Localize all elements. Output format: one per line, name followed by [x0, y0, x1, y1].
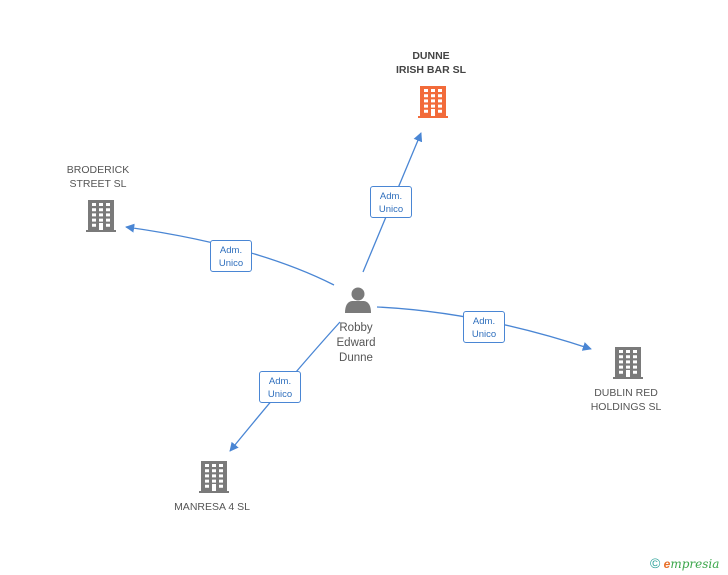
company-label-dublin-red-holdings[interactable]: DUBLIN RED HOLDINGS SL: [590, 387, 662, 413]
edge-label-broderick-street[interactable]: Adm. Unico: [210, 240, 252, 272]
brand-logo-text: mpresia: [670, 557, 720, 571]
edge-label-manresa-4[interactable]: Adm. Unico: [259, 371, 301, 403]
brand-footer: © empresia: [650, 554, 719, 572]
edge-label-dunne-irish-bar[interactable]: Adm. Unico: [370, 186, 412, 218]
company-label-broderick-street[interactable]: BRODERICK STREET SL: [66, 164, 130, 190]
building-icon[interactable]: [199, 461, 229, 493]
company-label-dunne-irish-bar[interactable]: DUNNE IRISH BAR SL: [395, 50, 466, 76]
copyright-icon: ©: [650, 555, 661, 571]
edge-label-dublin-red-holdings[interactable]: Adm. Unico: [463, 311, 505, 343]
person-icon[interactable]: [345, 287, 371, 314]
person-name-label[interactable]: Robby Edward Dunne: [336, 322, 376, 364]
brand-logo-initial: e: [663, 557, 671, 571]
building-icon[interactable]: [613, 347, 643, 379]
building-icon[interactable]: [86, 200, 116, 232]
company-label-manresa-4[interactable]: MANRESA 4 SL: [174, 501, 250, 513]
building-icon[interactable]: [418, 86, 448, 118]
